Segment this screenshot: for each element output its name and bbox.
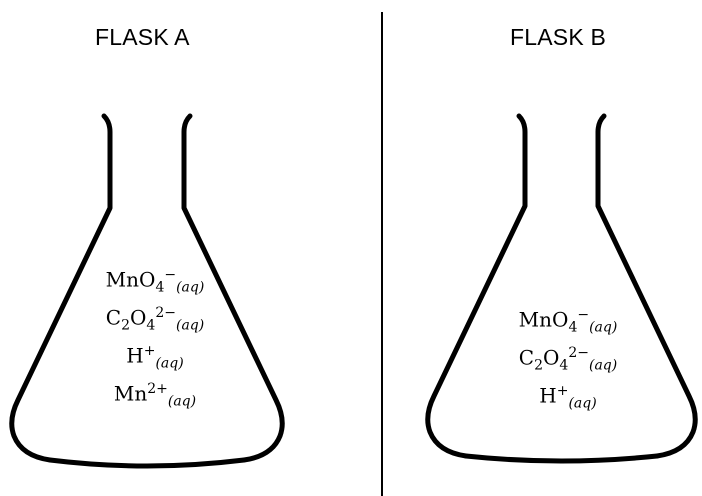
flask-b-base — [463, 453, 660, 464]
flask-a-species-hydrogen-ion: H+(aq) — [126, 343, 184, 372]
flask-b-species-oxalate: C2O42−(aq) — [518, 345, 618, 374]
flask-b-outline — [425, 113, 698, 464]
flask-a-base — [47, 457, 247, 469]
flask-b-title: FLASK B — [510, 24, 606, 50]
flask-a-title: FLASK A — [95, 24, 190, 50]
flask-b-left-wall — [425, 113, 528, 459]
flask-a-species-oxalate: C2O42−(aq) — [105, 305, 205, 334]
center-divider — [381, 12, 383, 496]
flask-a-species-list: MnO4−(aq) C2O42−(aq) H+(aq) Mn2+(aq) — [90, 268, 220, 420]
flask-b-species-hydrogen-ion: H+(aq) — [539, 383, 597, 412]
flask-a-outline — [9, 113, 285, 469]
flask-a-right-wall — [181, 113, 285, 463]
flask-b-right-wall — [595, 113, 698, 459]
flask-a-species-manganese-ion: Mn2+(aq) — [113, 381, 197, 410]
flask-a-left-wall — [9, 113, 113, 463]
flask-b-species-permanganate: MnO4−(aq) — [518, 307, 618, 336]
flask-a-species-permanganate: MnO4−(aq) — [105, 267, 205, 296]
flask-b-species-list: MnO4−(aq) C2O42−(aq) H+(aq) — [503, 308, 633, 422]
